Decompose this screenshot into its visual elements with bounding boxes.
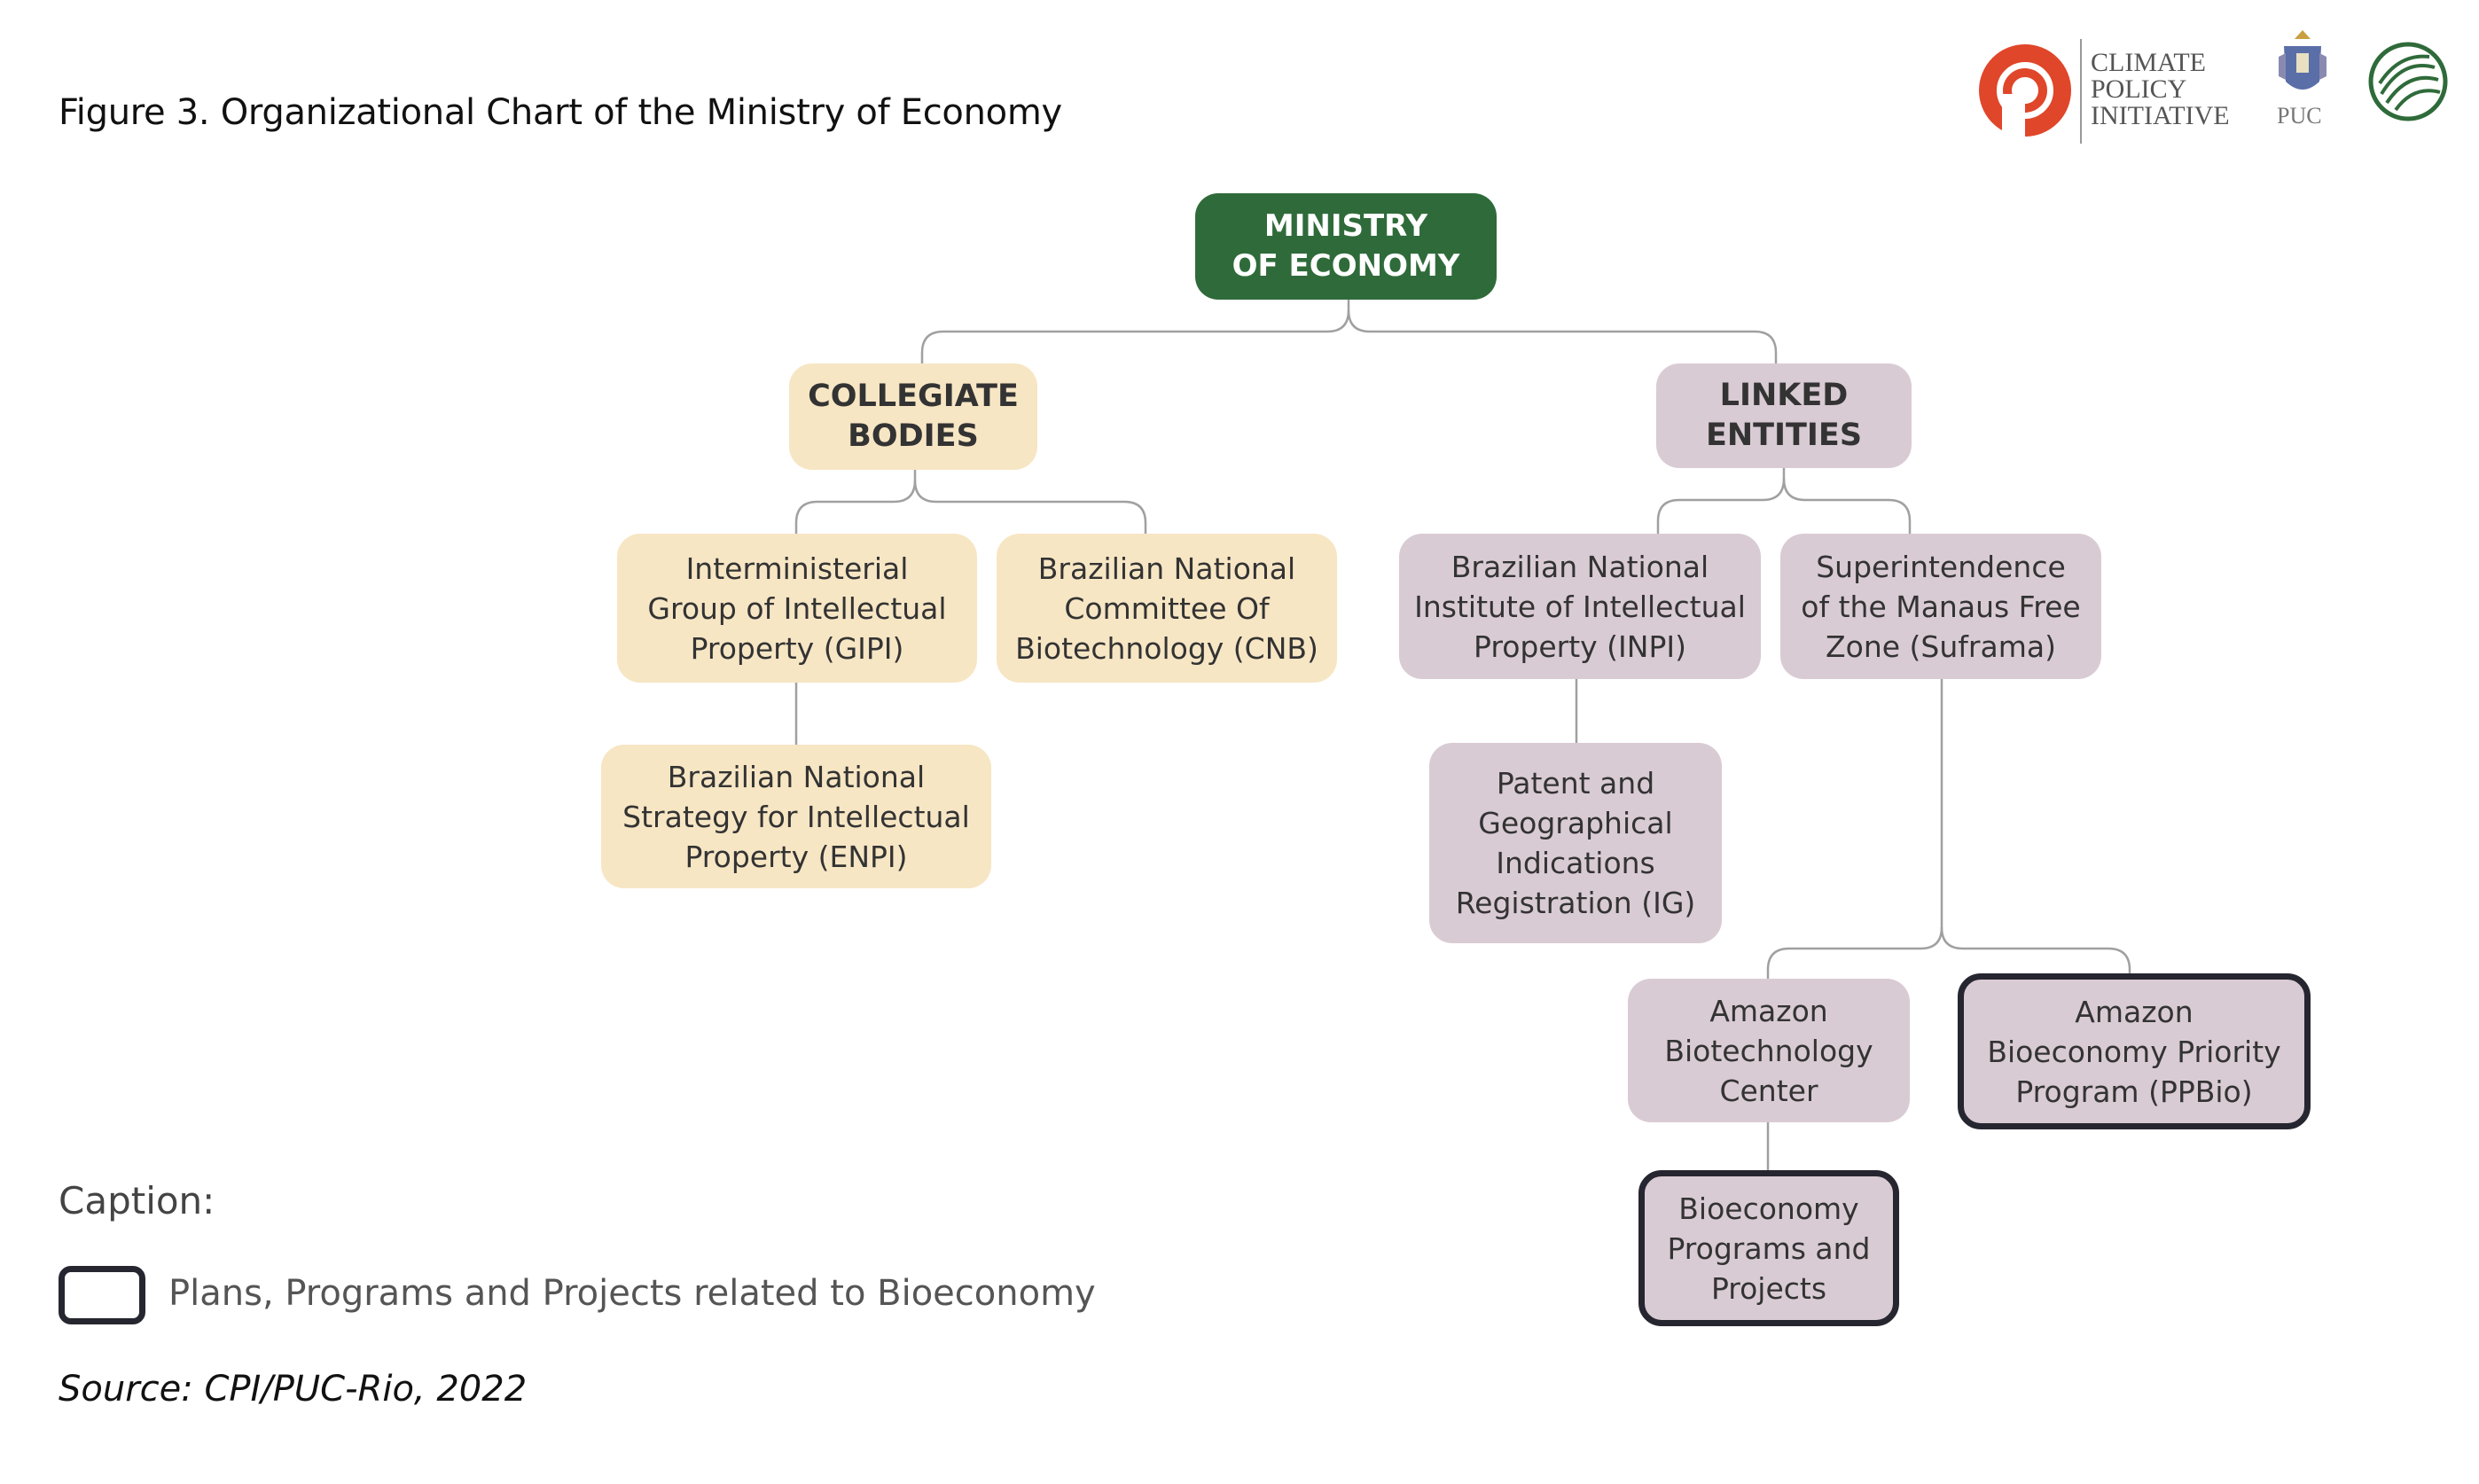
cnb-node: Brazilian National Committee Of Biotechn… — [997, 534, 1337, 683]
ministry-of-economy-node: MINISTRY OF ECONOMY — [1195, 193, 1497, 300]
forest-fingerprint-icon — [2368, 42, 2448, 121]
legend-bioeconomy-swatch — [59, 1266, 145, 1324]
source-note: Source: CPI/PUC-Rio, 2022 — [59, 1369, 528, 1410]
collegiate-bodies-node: COLLEGIATE BODIES — [789, 363, 1037, 470]
figure-title: Figure 3. Organizational Chart of the Mi… — [59, 92, 1062, 133]
cpi-swirl-icon — [1979, 44, 2071, 140]
suframa-node: Superintendence of the Manaus Free Zone … — [1780, 534, 2101, 679]
puc-crest-icon — [2279, 30, 2327, 90]
caption-label: Caption: — [59, 1179, 215, 1222]
cpi-wordmark: CLIMATE POLICY INITIATIVE — [2091, 48, 2230, 130]
legend-bioeconomy-text: Plans, Programs and Projects related to … — [168, 1273, 1096, 1314]
puc-wordmark: PUC — [2277, 103, 2322, 129]
ig-registration-node: Patent and Geographical Indications Regi… — [1429, 743, 1722, 943]
logo-divider — [2080, 39, 2082, 144]
inpi-node: Brazilian National Institute of Intellec… — [1399, 534, 1761, 679]
amazon-biotechnology-center-node: Amazon Biotechnology Center — [1628, 979, 1910, 1122]
bioeconomy-programs-node: Bioeconomy Programs and Projects — [1638, 1170, 1899, 1326]
gipi-node: Interministerial Group of Intellectual P… — [617, 534, 977, 683]
linked-entities-node: LINKED ENTITIES — [1656, 363, 1912, 468]
enpi-node: Brazilian National Strategy for Intellec… — [601, 745, 991, 888]
ppbio-node: Amazon Bioeconomy Priority Program (PPBi… — [1958, 973, 2311, 1129]
